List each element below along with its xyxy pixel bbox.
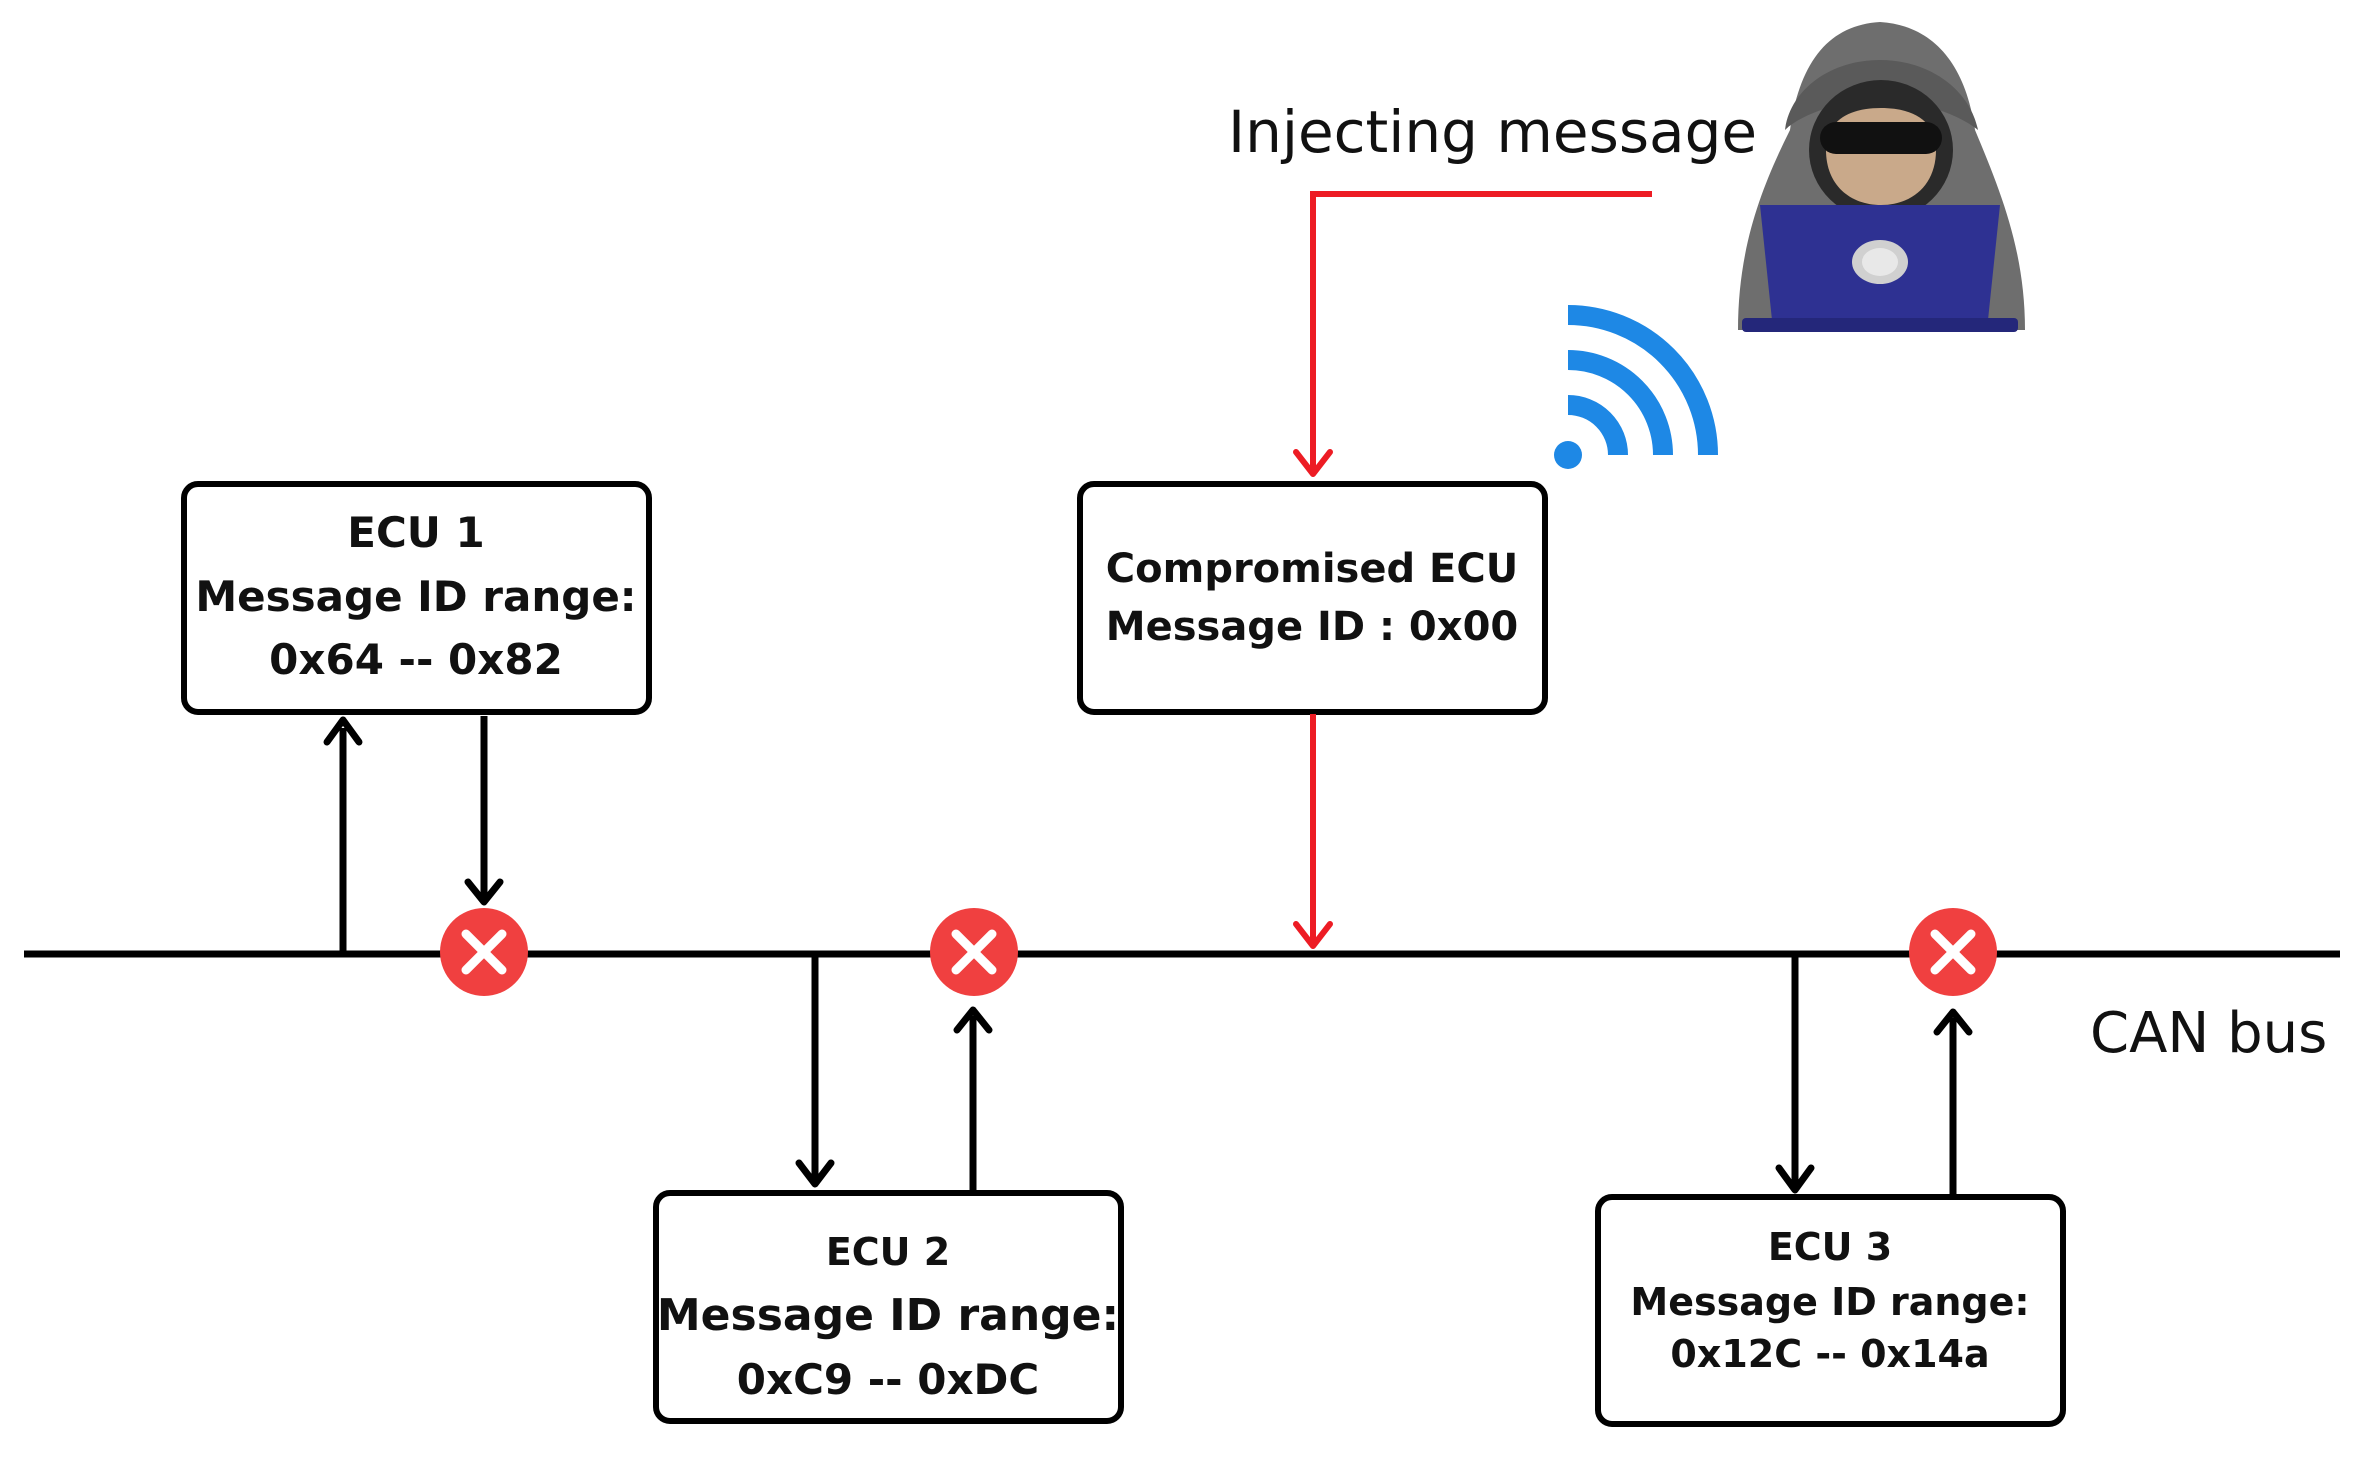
ecu-1-receive-arrow <box>323 716 363 954</box>
ecu-1-range-label: Message ID range: <box>195 572 636 621</box>
ecu-3-receive-arrow <box>1775 954 1815 1194</box>
ecu-2-title: ECU 2 <box>826 1230 950 1274</box>
ecu-2-range-value: 0xC9 -- 0xDC <box>737 1355 1039 1404</box>
ecu-3-title: ECU 3 <box>1768 1225 1892 1269</box>
ecu-3-box: ECU 3 Message ID range: 0x12C -- 0x14a <box>1595 1194 2066 1427</box>
injection-arrow <box>1293 191 1652 477</box>
compromised-ecu-id: Message ID : 0x00 <box>1106 604 1518 650</box>
ecu-3-range-label: Message ID range: <box>1630 1280 2029 1324</box>
compromised-send-arrow <box>1293 714 1333 949</box>
ecu-3-send-arrow <box>1933 1008 1973 1195</box>
ecu-1-range-value: 0x64 -- 0x82 <box>269 635 563 684</box>
ecu-2-box: ECU 2 Message ID range: 0xC9 -- 0xDC <box>653 1190 1124 1424</box>
compromised-ecu-title: Compromised ECU <box>1106 546 1518 592</box>
compromised-ecu-box: Compromised ECU Message ID : 0x00 <box>1077 481 1548 715</box>
ecu-1-title: ECU 1 <box>347 508 484 557</box>
blocked-icon <box>1909 908 1997 996</box>
ecu-1-box: ECU 1 Message ID range: 0x64 -- 0x82 <box>181 481 652 715</box>
blocked-icon <box>440 908 528 996</box>
ecu-2-send-arrow <box>953 1006 993 1192</box>
ecu-2-receive-arrow <box>795 954 835 1188</box>
ecu-3-range-value: 0x12C -- 0x14a <box>1670 1332 1989 1376</box>
ecu-2-range-label: Message ID range: <box>657 1290 1119 1341</box>
hacker-icon <box>1738 22 2025 332</box>
wifi-icon <box>1554 305 1718 469</box>
ecu-1-send-arrow <box>464 716 504 906</box>
can-bus-label: CAN bus <box>2090 1001 2327 1066</box>
blocked-icon <box>930 908 1018 996</box>
injecting-message-label: Injecting message <box>1228 98 1757 166</box>
